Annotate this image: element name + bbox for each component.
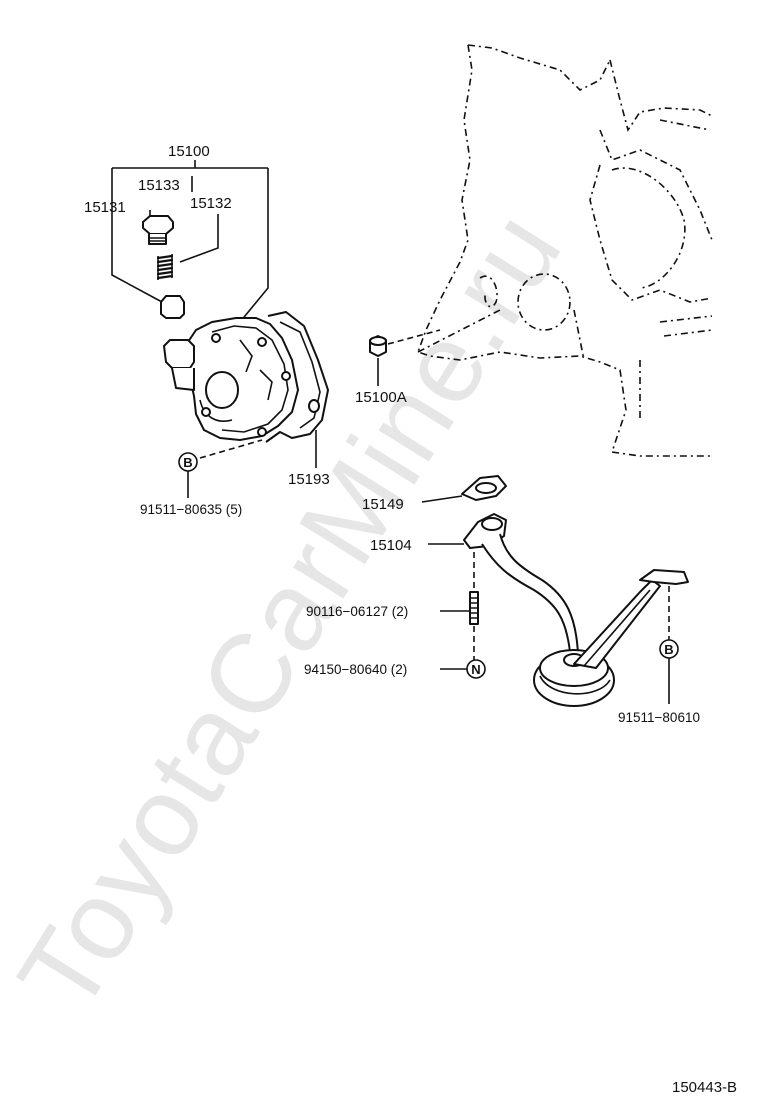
label-15149: 15149 xyxy=(362,496,404,513)
marker-n: N xyxy=(466,659,486,679)
label-15193: 15193 xyxy=(288,471,330,488)
marker-b-left: B xyxy=(178,452,198,472)
label-15104: 15104 xyxy=(370,537,412,554)
oil-pump-body xyxy=(163,311,329,443)
label-15100: 15100 xyxy=(168,143,210,160)
relief-valve-15131 xyxy=(160,295,185,319)
label-15132: 15132 xyxy=(190,195,232,212)
svg-text:N: N xyxy=(471,662,480,677)
label-91511-80635: 91511−80635 (5) xyxy=(140,502,242,517)
relief-spring-15132 xyxy=(156,254,174,280)
leader-15132 xyxy=(179,214,219,263)
label-15133: 15133 xyxy=(138,177,180,194)
label-91511-80610: 91511−80610 xyxy=(618,710,700,725)
gasket-15149 xyxy=(461,475,507,501)
svg-text:B: B xyxy=(183,455,192,470)
leader-15100-bracket xyxy=(111,160,269,323)
relief-plug-15133 xyxy=(142,215,174,245)
svg-text:B: B xyxy=(664,642,673,657)
label-15131: 15131 xyxy=(84,199,126,216)
leader-15149 xyxy=(421,495,463,503)
oil-strainer-15104 xyxy=(463,513,689,707)
leader-bolt-80635 xyxy=(199,439,263,459)
stud-90116 xyxy=(469,591,479,625)
leader-pin-to-block xyxy=(387,329,441,345)
diagram-id: 150443-B xyxy=(672,1079,737,1096)
engine-block-outline xyxy=(416,44,713,457)
label-15100a: 15100A xyxy=(355,389,407,406)
label-90116-06127: 90116−06127 (2) xyxy=(306,604,408,619)
marker-b-right: B xyxy=(659,639,679,659)
pin-15100a xyxy=(369,335,387,357)
label-94150-80640: 94150−80640 (2) xyxy=(304,662,407,677)
